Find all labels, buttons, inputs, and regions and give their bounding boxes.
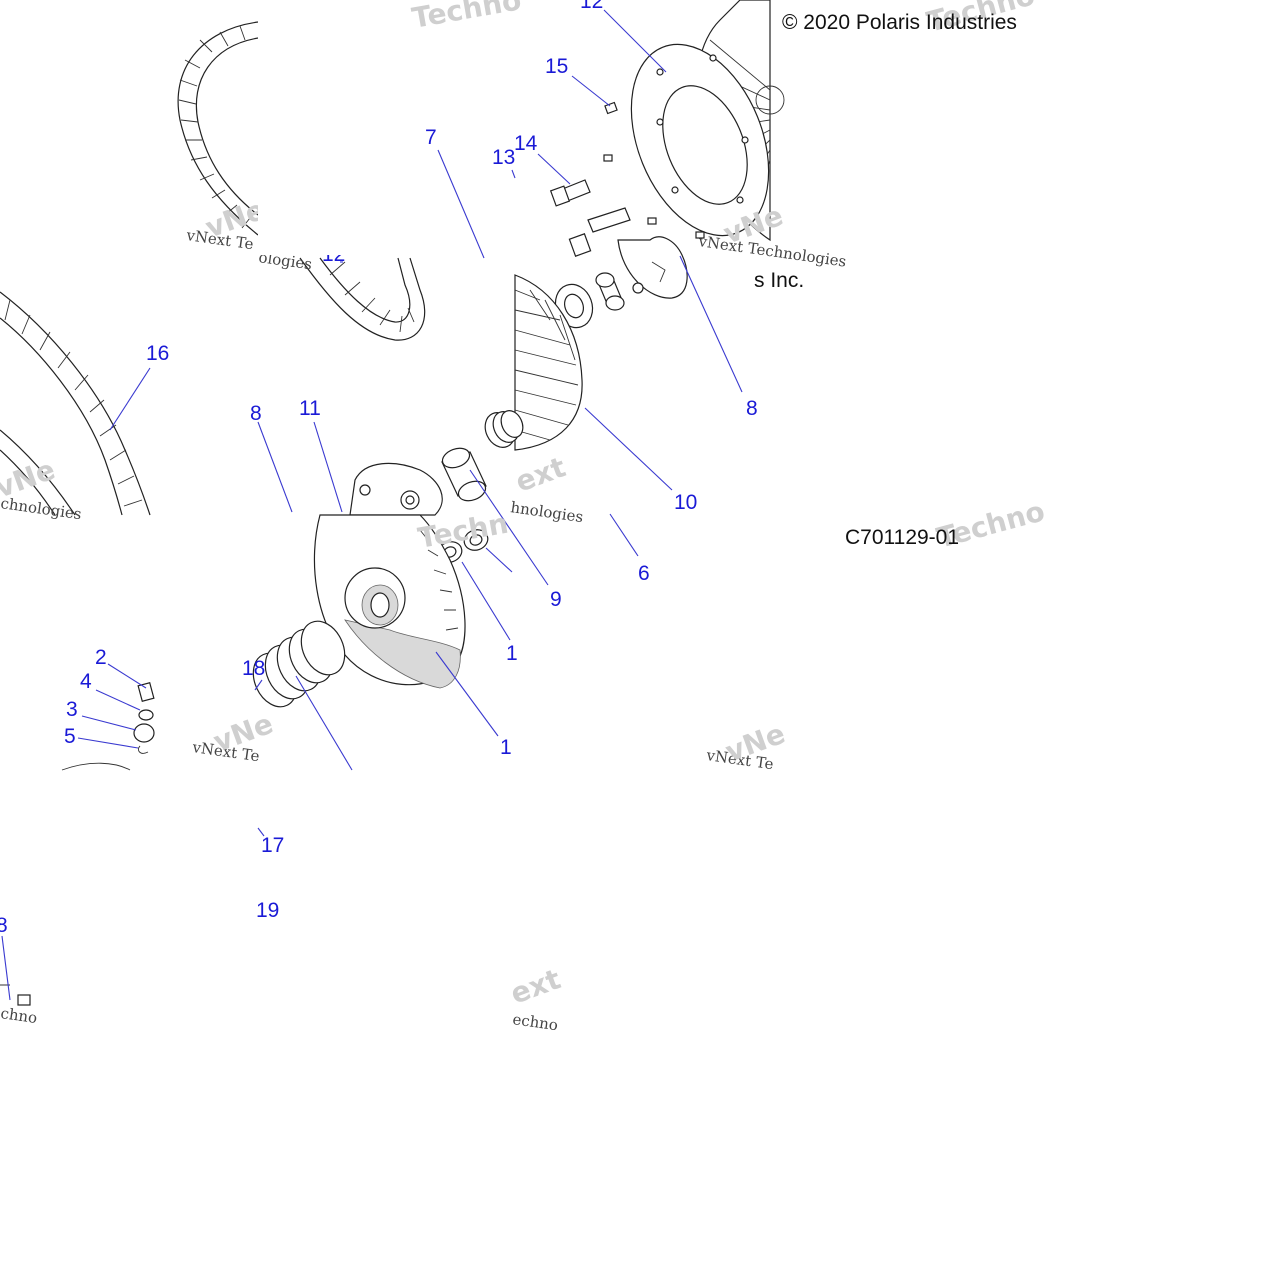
callout-8-left: 8: [250, 402, 262, 425]
roller-3: [133, 723, 155, 743]
callout-17: 17: [261, 834, 284, 857]
spring-6: [484, 410, 524, 448]
callout-8-bottom: 8: [0, 914, 8, 937]
callout-4: 4: [80, 670, 92, 693]
callout-3: 3: [66, 698, 78, 721]
callout-7: 7: [425, 126, 437, 149]
svg-text:chno: chno: [0, 1004, 38, 1027]
svg-text:vNext Technologies: vNext Technologies: [696, 232, 847, 271]
callout-6: 6: [638, 562, 650, 585]
spacer-plate: [630, 43, 770, 237]
drive-belt-left: [0, 291, 151, 516]
drive-belt-top: [177, 21, 259, 236]
callout-1-upper: 1: [506, 642, 518, 665]
callout-10: 10: [674, 491, 697, 514]
spider-11: [349, 462, 443, 516]
callout-19: 19: [256, 899, 279, 922]
reference-code: C701129-01: [845, 526, 959, 549]
svg-text:ext: ext: [511, 450, 570, 498]
callout-1-lower: 1: [500, 736, 512, 759]
svg-text:vNe: vNe: [0, 453, 59, 505]
spring-18: [252, 620, 346, 708]
movable-sheave-10: [514, 274, 583, 451]
callout-11: 11: [299, 397, 321, 420]
svg-text:echno: echno: [511, 1010, 559, 1034]
callout-5: 5: [64, 725, 76, 748]
svg-text:Techno: Techno: [409, 0, 523, 35]
copyright-fragment: s Inc.: [754, 269, 804, 292]
callout-14: 14: [514, 132, 538, 155]
leader-lines: [1, 9, 743, 1001]
callout-15: 15: [545, 55, 568, 78]
callout-13: 13: [492, 146, 515, 169]
callout-18: 18: [242, 657, 265, 680]
copyright-notice: © 2020 Polaris Industries: [782, 11, 1017, 34]
callout-16: 16: [146, 342, 169, 365]
spider-housing-8: [617, 236, 688, 299]
callout-8-right: 8: [746, 397, 758, 420]
screw-15: [603, 101, 705, 239]
callout-9: 9: [550, 588, 562, 611]
drive-belt-mid: [299, 257, 426, 341]
drive-sheave-1: [313, 514, 466, 689]
pin-2: [137, 681, 155, 703]
tile-gaps: [258, 0, 408, 255]
lower-fragments: [0, 762, 131, 1006]
bolt-14: [549, 179, 631, 257]
washer-4: [138, 709, 154, 721]
clip-5: [137, 745, 149, 754]
svg-text:hnologies: hnologies: [509, 498, 584, 526]
callout-12-top: 12: [580, 0, 603, 13]
callout-2: 2: [95, 646, 107, 669]
bushing-13: [595, 272, 625, 311]
bushing-9: [441, 447, 487, 502]
svg-text:ext: ext: [506, 962, 565, 1010]
